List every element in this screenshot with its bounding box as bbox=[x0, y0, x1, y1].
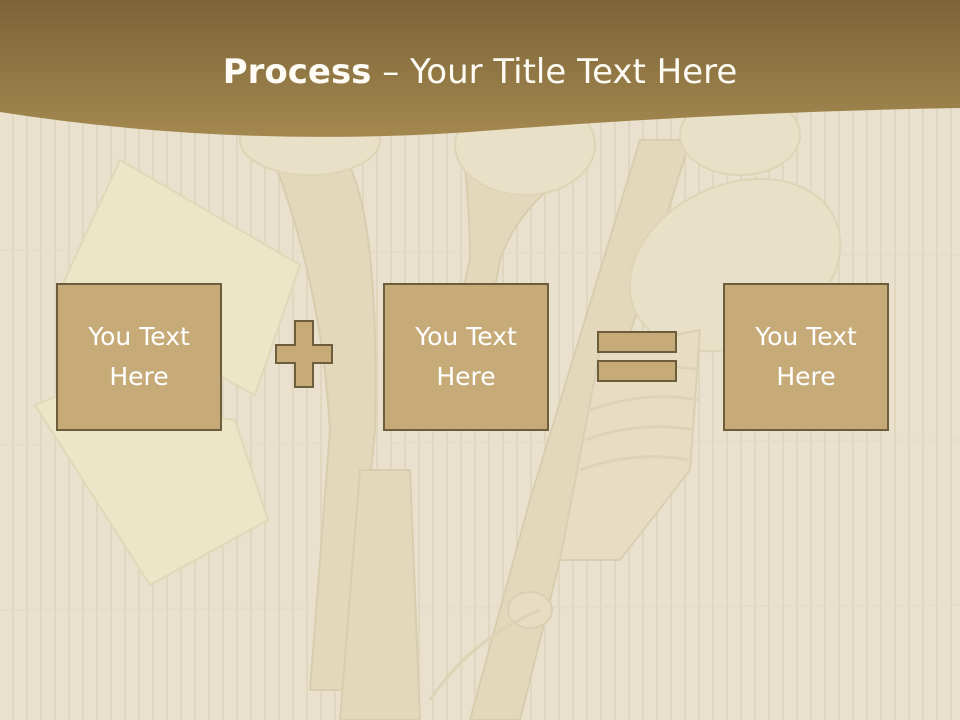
box-text: You Text Here bbox=[88, 317, 190, 397]
box-text: You Text Here bbox=[755, 317, 857, 397]
page-title: Process – Your Title Text Here bbox=[0, 52, 960, 92]
box-line-2: Here bbox=[436, 362, 496, 391]
title-bold-text: Process bbox=[222, 52, 372, 92]
box-line-2: Here bbox=[776, 362, 836, 391]
box-line-1: You Text bbox=[415, 322, 517, 351]
box-line-1: You Text bbox=[755, 322, 857, 351]
box-line-1: You Text bbox=[88, 322, 190, 351]
soap-shape bbox=[33, 158, 302, 587]
title-rest-text: – Your Title Text Here bbox=[371, 52, 738, 92]
plus-icon bbox=[275, 320, 333, 388]
process-box-3[interactable]: You Text Here bbox=[723, 283, 889, 431]
box-text: You Text Here bbox=[415, 317, 517, 397]
equals-icon bbox=[597, 331, 677, 382]
header-band bbox=[0, 0, 960, 137]
box-line-2: Here bbox=[109, 362, 169, 391]
process-box-2[interactable]: You Text Here bbox=[383, 283, 549, 431]
process-box-1[interactable]: You Text Here bbox=[56, 283, 222, 431]
